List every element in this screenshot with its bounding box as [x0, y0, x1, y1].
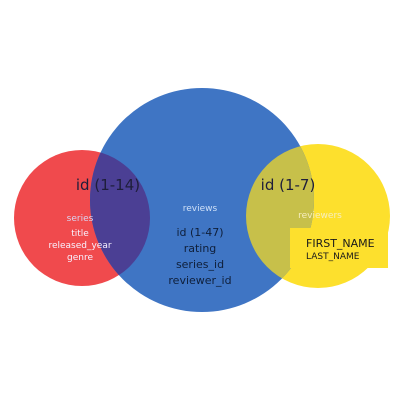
reviews-reviewers-overlap-label: id (1-7) — [261, 176, 316, 194]
reviews-field-reviewer-id: reviewer_id — [168, 274, 231, 287]
series-reviews-overlap-label: id (1-14) — [76, 176, 140, 194]
reviews-name: reviews — [183, 204, 218, 214]
reviewers-fields-highlight — [290, 228, 388, 268]
series-field-genre: genre — [67, 253, 93, 263]
series-field-released-year: released_year — [48, 241, 111, 251]
reviews-field-id: id (1-47) — [176, 226, 223, 239]
reviewers-name: reviewers — [298, 211, 342, 221]
reviews-field-rating: rating — [184, 242, 217, 255]
series-field-title: title — [71, 229, 89, 239]
reviewers-field-last-name: LAST_NAME — [306, 252, 360, 262]
series-name: series — [67, 214, 94, 224]
reviews-field-series-id: series_id — [176, 258, 224, 271]
reviews-circle — [90, 88, 314, 312]
reviewers-field-first-name: FIRST_NAME — [306, 237, 375, 250]
